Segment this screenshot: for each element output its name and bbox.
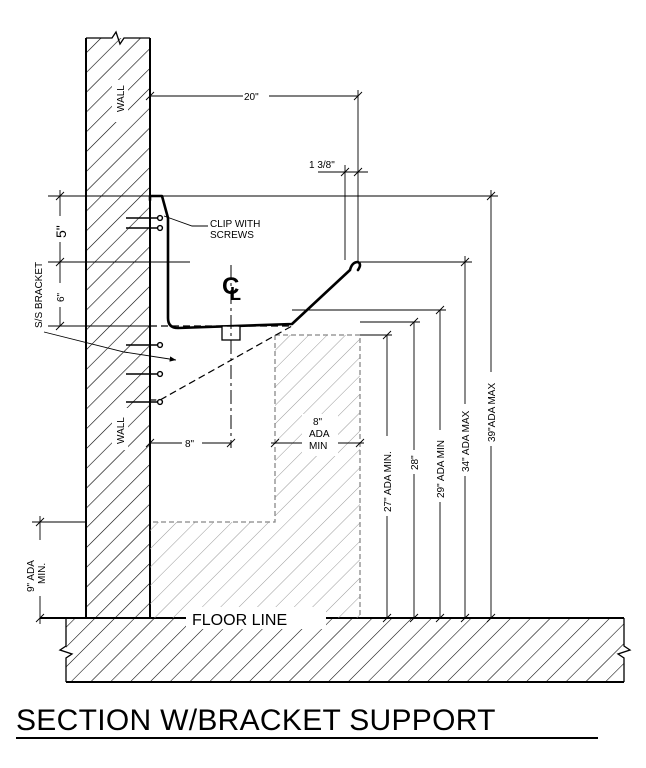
floor-line-label: FLOOR LINE: [192, 612, 287, 629]
wall-label-bottom: WALL: [116, 417, 127, 444]
dim-29: 29" ADA MIN: [436, 440, 447, 498]
dim-1-3-8: 1 3/8": [309, 160, 335, 171]
wall-label-top: WALL: [116, 85, 127, 112]
knee-depth-line2: ADA: [309, 429, 330, 440]
dim-20: 20": [244, 92, 259, 103]
sink-bowl: [148, 194, 362, 341]
annotation-labels: WALL WALL 20" 1 3/8" CLIP WITH SCREWS 5"…: [22, 80, 498, 629]
clip-label-line2: SCREWS: [210, 230, 254, 241]
knee-depth-line3: MIN: [309, 441, 327, 452]
dim-5: 5": [53, 225, 69, 238]
clip-label-line1: CLIP WITH: [210, 219, 260, 230]
dim-39: 39"ADA MAX: [487, 383, 498, 442]
dim-6: 6": [56, 292, 67, 302]
leaders: [43, 215, 208, 362]
svg-text:C: C: [222, 273, 239, 300]
dim-28: 28": [410, 455, 421, 470]
bracket-label: S/S BRACKET: [34, 262, 45, 328]
toe-dim-line2: MIN.: [37, 563, 48, 584]
toe-dim-line1: 9" ADA: [26, 560, 37, 592]
ada-clearance-zone: [150, 334, 361, 618]
bracket: [150, 325, 295, 401]
screws: [126, 214, 164, 406]
dim-8: 8": [185, 439, 195, 450]
centerline: CL C L: [222, 265, 241, 448]
dim-27: 27" ADA MIN.: [383, 451, 394, 512]
knee-depth-line1: 8": [313, 417, 323, 428]
dim-34: 34" ADA MAX: [461, 410, 472, 472]
drawing-title: SECTION W/BRACKET SUPPORT: [16, 704, 496, 737]
wall: [85, 30, 151, 618]
wall-break-line: [86, 30, 150, 46]
title-block: SECTION W/BRACKET SUPPORT: [16, 704, 598, 739]
svg-text:L: L: [230, 284, 241, 304]
floor: [40, 617, 632, 683]
